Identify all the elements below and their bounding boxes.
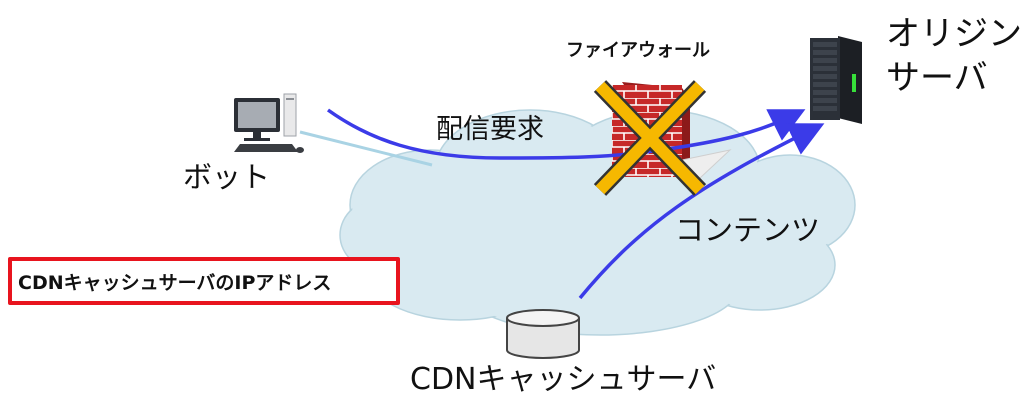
cdn-ip-address-box: CDNキャッシュサーバのIPアドレス [8, 257, 400, 305]
content-label: コンテンツ [675, 213, 821, 247]
server-rack-icon [810, 36, 862, 124]
origin-server-label-line1: オリジン [886, 14, 1022, 54]
cdn-ip-address-label: CDNキャッシュサーバのIPアドレス [18, 271, 332, 294]
bot-connection-line [299, 130, 433, 167]
cdn-server-label: CDNキャッシュサーバ [410, 362, 717, 397]
bot-label: ボット [183, 160, 271, 194]
desktop-computer-icon [234, 93, 304, 153]
database-cylinder-icon [506, 309, 580, 359]
content-arrow [578, 123, 825, 300]
origin-server-label-line2: サーバ [886, 58, 988, 98]
cross-icon [593, 80, 707, 196]
network-cloud [339, 109, 856, 336]
firewall-label: ファイアウォール [566, 40, 710, 61]
origin-server-label: オリジン サーバ [886, 12, 1022, 100]
request-arrow [326, 108, 806, 160]
request-label: 配信要求 [436, 114, 544, 145]
